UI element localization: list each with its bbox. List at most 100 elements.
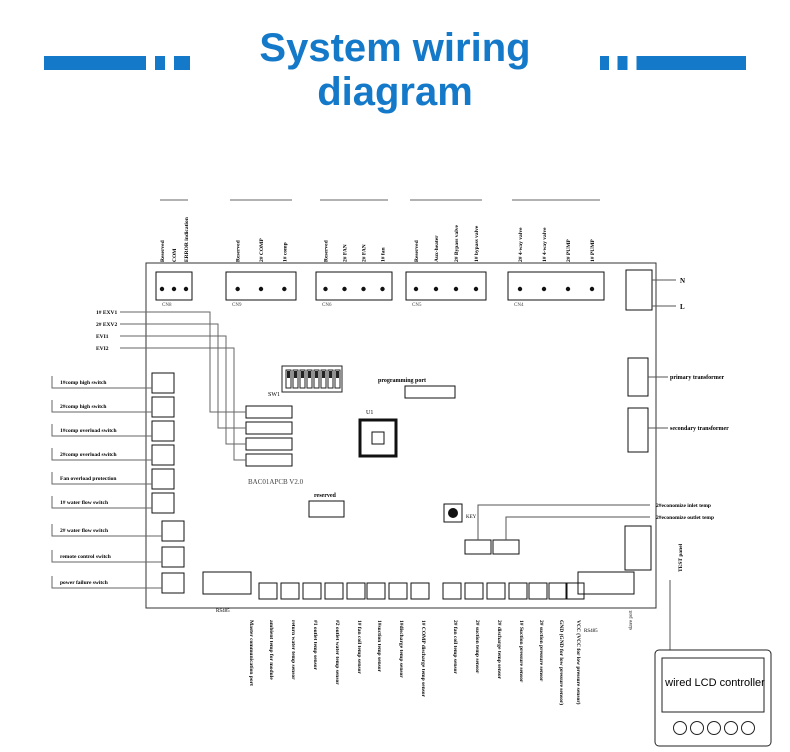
lcd-button <box>707 721 721 735</box>
top-pin <box>413 286 419 292</box>
sensor-label: GND (GND for low pressure sensor) <box>558 620 565 705</box>
dip-cell <box>313 369 320 389</box>
sensor-connector <box>258 582 278 600</box>
dip-cell <box>285 369 292 389</box>
eev-connector <box>245 453 293 467</box>
reserved-connector: reserved <box>308 493 345 518</box>
eev-connector <box>245 405 293 419</box>
top-pin <box>453 286 459 292</box>
top-connector-label: 1# PUMP <box>590 239 596 262</box>
slave-port-label: slave port <box>629 610 634 630</box>
sensor-connector <box>528 582 548 600</box>
lcd-button <box>741 721 755 735</box>
top-connector-label: Aux-heater <box>434 235 440 262</box>
top-connector-label: ERROR indication <box>184 217 190 262</box>
switch-label: 1#comp high switch <box>60 380 106 386</box>
top-connector-label: Reserved <box>236 240 242 262</box>
sensor-label: 1# COMP discharge temp sensor <box>420 620 426 698</box>
left-accent-stripe <box>44 56 190 70</box>
economizer-inlet-label: 2#economize inlet temp <box>656 503 711 509</box>
page-title-line1: System wiring <box>259 26 531 70</box>
sensor-label: ambient temp for module <box>268 620 274 680</box>
programming-port: programming port <box>378 378 456 399</box>
eev-label: EVI2 <box>96 346 109 352</box>
top-connector-label: 1# fan <box>381 247 387 262</box>
top-connector-label: Reserved <box>160 240 166 262</box>
top-connector-label: 1# 4-way valve <box>542 227 548 262</box>
programming-label: programming port <box>378 378 426 384</box>
top-pin <box>380 286 385 292</box>
sw1-label: SW1 <box>268 392 280 398</box>
dip-cell <box>334 369 341 389</box>
top-pin <box>171 286 177 292</box>
sensor-connector <box>565 582 585 600</box>
rs485-right-label: RS485 <box>584 629 598 634</box>
switch-connector <box>151 444 175 466</box>
eev-label: 1# EXV1 <box>96 310 117 316</box>
switch-label: power failure switch <box>60 580 108 586</box>
dip-lever <box>301 371 304 378</box>
eev-label: 2# EXV2 <box>96 322 117 328</box>
dip-cell <box>306 369 313 389</box>
dip-lever <box>294 371 297 378</box>
reserved-label: reserved <box>314 493 337 499</box>
pcb-board <box>145 262 657 609</box>
power-terminal: N L <box>625 269 685 311</box>
switch-connector <box>151 372 175 394</box>
top-pin <box>589 286 595 292</box>
rs485-right-connector: RS485 slave port <box>577 571 635 634</box>
lcd-button <box>673 721 687 735</box>
sensor-connector <box>324 582 344 600</box>
dip-cell <box>320 369 327 389</box>
sensor-connector <box>548 582 568 600</box>
top-pin <box>565 286 571 292</box>
sensor-label: 1#suction temp sensor <box>376 620 382 673</box>
eev-connector <box>245 437 293 451</box>
top-connector-header: CN9 <box>232 303 242 308</box>
sensor-label: 2# suction temp sensor <box>474 620 480 674</box>
rs485-left-label: RS485 <box>216 609 230 614</box>
rs485-left-connector: RS485 <box>202 571 252 614</box>
sensor-label: 2# suction pressure sensor <box>538 620 544 682</box>
top-connector-label: 1# bypass valve <box>474 225 480 262</box>
primary-transformer-connector: primary transformer <box>627 357 724 397</box>
sensor-connector <box>346 582 366 600</box>
top-pin <box>342 286 347 292</box>
dip-lever <box>329 371 332 378</box>
sensor-connector <box>442 582 462 600</box>
dip-lever <box>287 371 290 378</box>
switch-wire <box>51 576 162 589</box>
top-connector-label: COM <box>172 248 178 262</box>
dip-lever <box>336 371 339 378</box>
switch-wire <box>51 376 152 389</box>
switch-label: 1#comp overload switch <box>60 428 117 434</box>
economizer-outlet-label: 2#economize outlet temp <box>656 515 714 521</box>
lcd-button <box>724 721 738 735</box>
switch-label: remote control switch <box>60 554 111 560</box>
top-connector-label: 2# 4-way valve <box>518 227 524 262</box>
top-connector-header: CN8 <box>162 303 172 308</box>
test-panel-connector: TEST panel <box>624 525 684 572</box>
sensor-connector <box>280 582 300 600</box>
dip-lever <box>308 371 311 378</box>
sensor-label: 2# fan coil temp sensor <box>452 620 458 674</box>
switch-label: Fan overload protection <box>60 476 116 482</box>
page-title-line2: diagram <box>317 70 473 114</box>
eev-connector <box>245 421 293 435</box>
top-connector-label: Reserved <box>324 240 330 262</box>
switch-connector <box>161 520 185 542</box>
top-connector-label: 2# FAN <box>343 244 349 262</box>
dip-cell <box>327 369 334 389</box>
line-label: L <box>680 303 685 311</box>
switch-connector <box>161 546 185 568</box>
top-connector-label: Reserved <box>414 240 420 262</box>
mcu-chip: U1 <box>358 410 398 458</box>
dip-lever <box>322 371 325 378</box>
top-pin <box>517 286 523 292</box>
top-connector-header: CN4 <box>514 303 524 308</box>
top-connector-label: 1# comp <box>282 242 288 262</box>
eev-wire <box>120 347 246 461</box>
